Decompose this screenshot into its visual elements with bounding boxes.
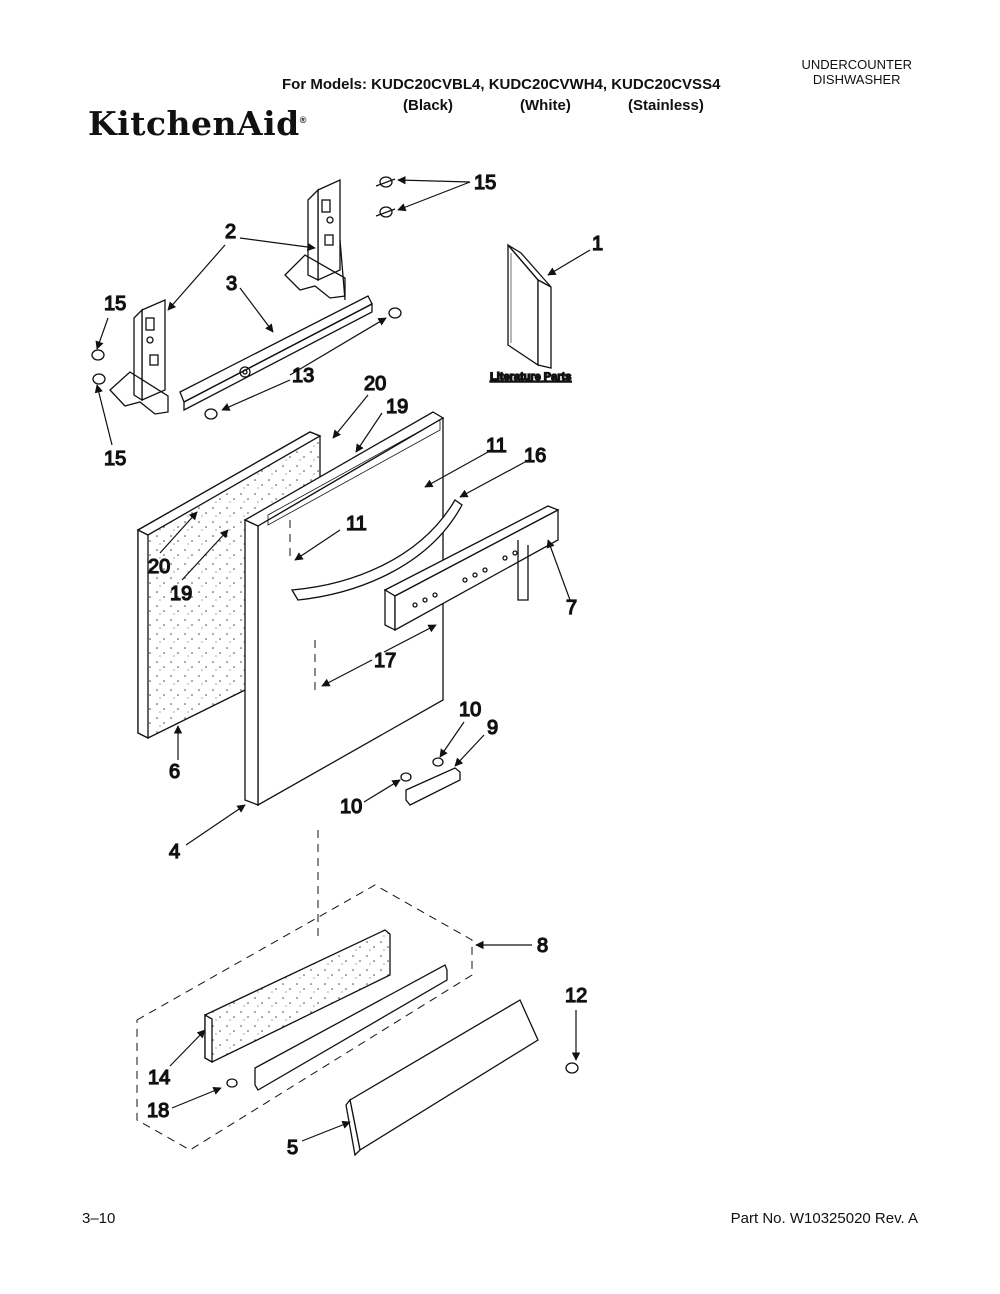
callout-10b: 10 — [340, 796, 362, 818]
callout-2: 2 — [225, 221, 236, 243]
brand-mark: ® — [299, 115, 307, 125]
callout-14: 14 — [148, 1067, 170, 1089]
mounting-bracket-left — [109, 299, 169, 415]
callout-3: 3 — [226, 273, 237, 295]
callout-19a: 19 — [386, 396, 408, 418]
callout-20a: 20 — [364, 373, 386, 395]
callout-15b: 15 — [104, 293, 126, 315]
models-line: For Models: KUDC20CVBL4, KUDC20CVWH4, KU… — [282, 76, 721, 93]
callout-10a: 10 — [459, 699, 481, 721]
variant-black: (Black) — [403, 97, 454, 114]
brand-name: KitchenAid — [88, 104, 300, 143]
part-number: Part No. W10325020 Rev. A — [730, 1210, 918, 1227]
callout-11a: 11 — [486, 435, 507, 457]
product-category: UNDERCOUNTER DISHWASHER — [802, 57, 913, 87]
mounting-rail — [179, 295, 373, 412]
callout-5: 5 — [287, 1137, 298, 1159]
control-panel — [383, 505, 560, 632]
callout-7: 7 — [566, 597, 577, 619]
toe-kick-assembly — [204, 929, 448, 1091]
callout-15c: 15 — [104, 448, 126, 470]
callout-19b: 19 — [170, 583, 192, 605]
variant-white: (White) — [520, 97, 571, 114]
callout-6: 6 — [169, 761, 180, 783]
callout-4: 4 — [169, 841, 180, 863]
outer-door-panel — [243, 411, 445, 807]
lower-access-panel — [345, 999, 579, 1157]
literature-parts-part — [507, 243, 552, 369]
category-line-1: UNDERCOUNTER — [801, 57, 913, 72]
callout-18: 18 — [147, 1100, 169, 1122]
door-latch — [400, 757, 461, 806]
brand-logo: KitchenAid® — [88, 104, 307, 143]
callout-15a: 15 — [474, 172, 496, 194]
alignment-lines — [136, 520, 473, 1151]
callout-11b: 11 — [346, 513, 367, 535]
category-line-2: DISHWASHER — [812, 72, 901, 87]
variant-stainless: (Stainless) — [628, 97, 704, 114]
callout-12: 12 — [565, 985, 587, 1007]
callout-20b: 20 — [148, 556, 170, 578]
callout-1: 1 — [592, 233, 603, 255]
literature-parts-label: Literature Parts — [490, 371, 571, 383]
callout-9: 9 — [487, 717, 498, 739]
page-number: 3–10 — [82, 1210, 116, 1227]
callout-17: 17 — [374, 650, 396, 672]
callout-8: 8 — [537, 935, 548, 957]
mounting-bracket-right — [284, 178, 346, 301]
callout-numbers: 15 2 1 3 15 13 15 20 19 11 16 11 20 19 7… — [103, 171, 603, 1159]
leader-lines — [94, 176, 591, 1142]
callout-13: 13 — [292, 365, 314, 387]
screws — [91, 176, 402, 420]
callout-16: 16 — [524, 445, 546, 467]
door-handle — [290, 499, 463, 601]
